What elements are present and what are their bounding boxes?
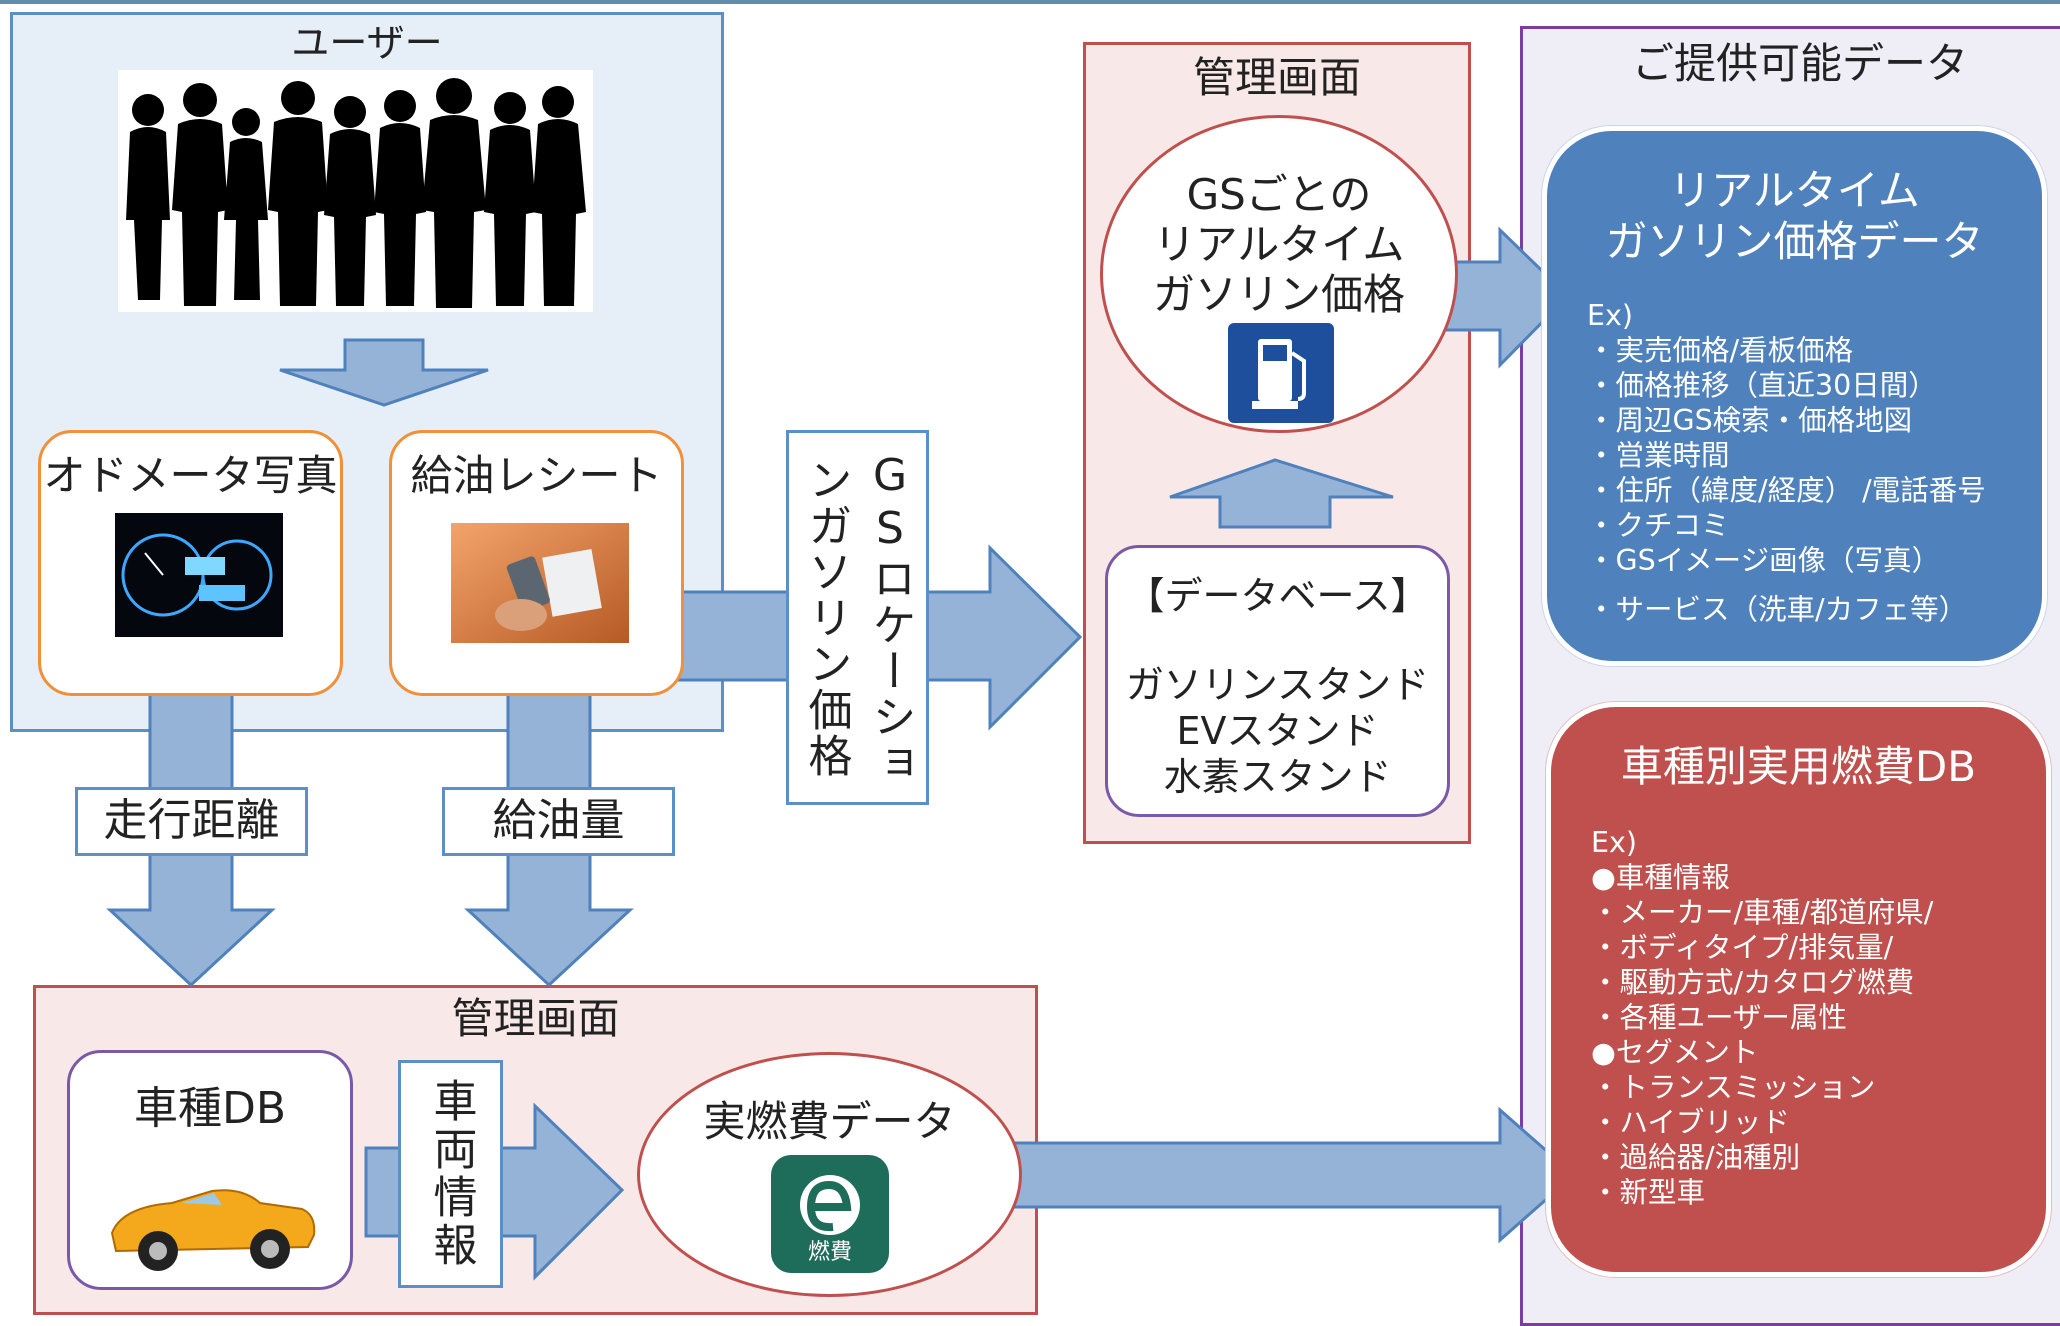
- fueldb-item: ・ハイブリッド: [1591, 1106, 1790, 1139]
- distance-label-box: 走行距離: [75, 787, 308, 856]
- gas-pump-icon: [1228, 323, 1334, 423]
- real-fuel-label: 実燃費データ: [703, 1097, 956, 1146]
- provide-title: ご提供可能データ: [1631, 39, 1968, 88]
- realtime-title-line-1: リアルタイム: [1669, 166, 1920, 215]
- odometer-image: [115, 513, 283, 637]
- fueldb-item: Ex): [1591, 826, 1637, 859]
- arrow-db-up: [1169, 458, 1394, 529]
- fueldb-item: ・メーカー/車種/都道府県/: [1591, 896, 1934, 929]
- users-title: ユーザー: [291, 21, 443, 65]
- arrow-users-down: [279, 338, 489, 407]
- db-line-ev-station: EVスタンド: [1176, 709, 1379, 753]
- realtime-item: ・営業時間: [1587, 439, 1730, 472]
- realtime-title-line-2: ガソリン価格データ: [1605, 217, 1984, 267]
- realtime-item: ・クチコミ: [1587, 509, 1730, 542]
- top-rule: [0, 0, 2060, 4]
- gs-location-label-box: GSロケーションガソリン価格: [786, 430, 929, 805]
- vehicle-info-label: 車両情報: [425, 1078, 477, 1270]
- realtime-item: ・実売価格/看板価格: [1587, 334, 1854, 367]
- ellipse-line-2: リアルタイム: [1153, 220, 1405, 269]
- database-title: 【データベース】: [1126, 574, 1429, 618]
- receipt-image: [451, 523, 629, 643]
- person-icon: [422, 78, 486, 308]
- arrow-to-fueldb: [930, 1106, 1577, 1244]
- fueldb-item: ・トランスミッション: [1591, 1071, 1876, 1104]
- fuel-economy-db-card: 車種別実用燃費DB Ex) ●車種情報 ・メーカー/車種/都道府県/ ・ボディタ…: [1546, 702, 2051, 1277]
- db-line-gas-station: ガソリンスタンド: [1125, 663, 1430, 707]
- person-icon: [324, 96, 376, 306]
- person-icon: [224, 108, 268, 300]
- realtime-item: ・住所（緯度/経度） /電話番号: [1587, 474, 1986, 507]
- realtime-item: ・価格推移（直近30日間）: [1587, 369, 1937, 402]
- fueldb-title: 車種別実用燃費DB: [1620, 742, 1977, 791]
- realtime-item: ・サービス（洗車/カフェ等）: [1587, 593, 1968, 626]
- person-icon: [268, 81, 328, 306]
- odometer-photo-box: オドメータ写真: [38, 430, 343, 696]
- fuel-amount-label-box: 給油量: [442, 787, 675, 856]
- gs-location-label: GSロケーションガソリン価格: [800, 449, 916, 786]
- real-fuel-data-ellipse: 実燃費データ 燃費: [637, 1052, 1022, 1297]
- person-icon: [484, 92, 536, 306]
- realtime-item: ・GSイメージ画像（写真）: [1587, 544, 1941, 577]
- fueldb-item: ・ボディタイプ/排気量/: [1591, 931, 1894, 964]
- realtime-price-ellipse: GSごとの リアルタイム ガソリン価格: [1100, 115, 1458, 433]
- fuel-app-icon: 燃費: [771, 1155, 889, 1273]
- person-icon: [374, 90, 426, 306]
- app-icon-text: 燃費: [808, 1240, 852, 1265]
- ellipse-line-3: ガソリン価格: [1152, 270, 1405, 319]
- fueldb-item: ・各種ユーザー属性: [1591, 1001, 1847, 1034]
- ellipse-line-1: GSごとの: [1186, 170, 1372, 219]
- fueldb-item: ・駆動方式/カタログ燃費: [1591, 966, 1915, 999]
- admin-top-title: 管理画面: [1192, 53, 1361, 102]
- realtime-item: Ex): [1587, 299, 1633, 332]
- fuel-receipt-box: 給油レシート: [389, 430, 684, 696]
- vehicle-info-label-box: 車両情報: [398, 1060, 503, 1288]
- person-icon: [532, 86, 586, 306]
- fueldb-item: ・新型車: [1591, 1176, 1706, 1209]
- car-image: [102, 1163, 322, 1281]
- odometer-label: オドメータ写真: [43, 451, 338, 500]
- fueldb-item: ●車種情報: [1591, 861, 1730, 894]
- database-box: 【データベース】 ガソリンスタンド EVスタンド 水素スタンド: [1105, 545, 1450, 817]
- car-db-label: 車種DB: [133, 1083, 287, 1134]
- realtime-price-data-card: リアルタイム ガソリン価格データ Ex) ・実売価格/看板価格 ・価格推移（直近…: [1542, 126, 2047, 666]
- fueldb-item: ・過給器/油種別: [1591, 1141, 1801, 1174]
- people-silhouette-image: [118, 70, 593, 312]
- realtime-item: ・周辺GS検索・価格地図: [1587, 404, 1913, 437]
- person-icon: [126, 94, 170, 300]
- car-db-box: 車種DB: [67, 1050, 353, 1290]
- person-icon: [172, 83, 228, 306]
- fueldb-item: ●セグメント: [1591, 1036, 1759, 1069]
- admin-bottom-title: 管理画面: [451, 994, 620, 1043]
- receipt-label: 給油レシート: [410, 451, 663, 500]
- db-line-hydrogen-station: 水素スタンド: [1163, 755, 1392, 799]
